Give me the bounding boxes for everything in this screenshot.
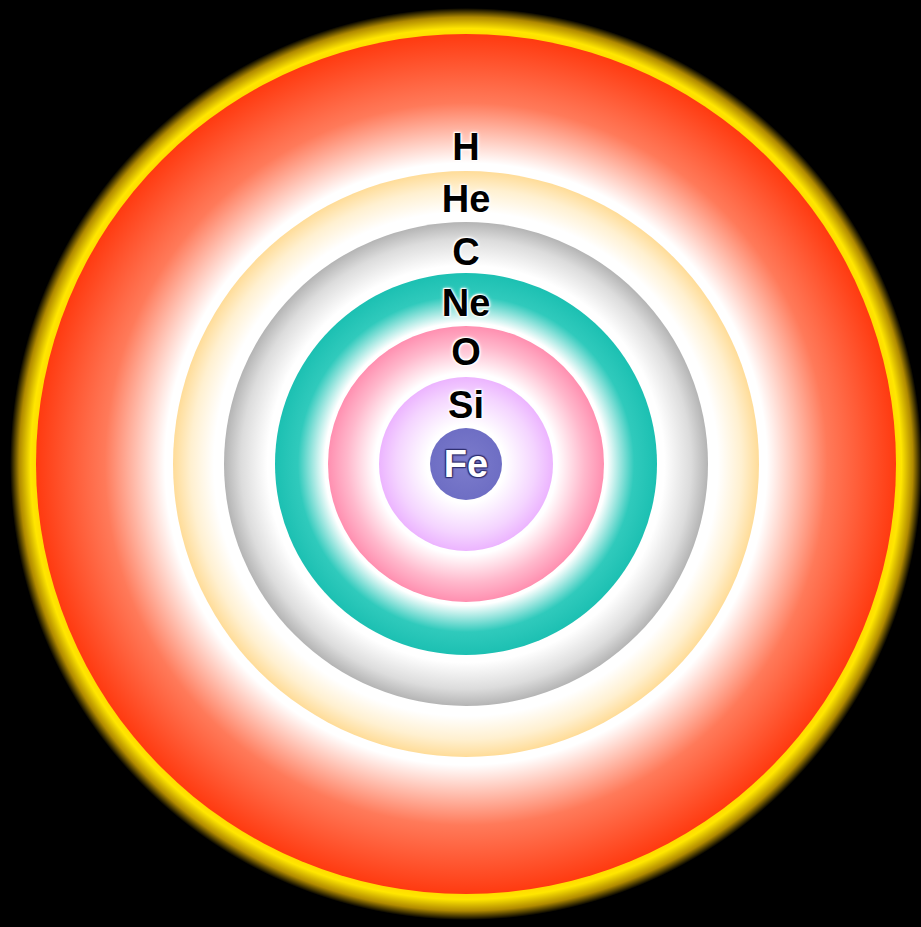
element-label: Ne	[442, 284, 491, 322]
element-label: Si	[448, 386, 484, 424]
star-layer: NeO SiFe	[275, 273, 657, 655]
star-layer: SiFe	[379, 377, 553, 551]
star-layer: C NeO SiFe	[224, 222, 708, 706]
element-label: Fe	[444, 445, 488, 483]
element-label: He	[442, 180, 491, 218]
star-layer: HeC NeO SiFe	[173, 171, 759, 757]
star-layer: Fe	[430, 428, 502, 500]
element-label: O	[451, 333, 481, 371]
star-layer: H HeC NeO SiFe	[36, 34, 896, 894]
element-label: H	[452, 128, 479, 166]
glow-ring	[10, 8, 921, 920]
star-layer: O SiFe	[328, 326, 604, 602]
element-label: C	[452, 233, 479, 271]
